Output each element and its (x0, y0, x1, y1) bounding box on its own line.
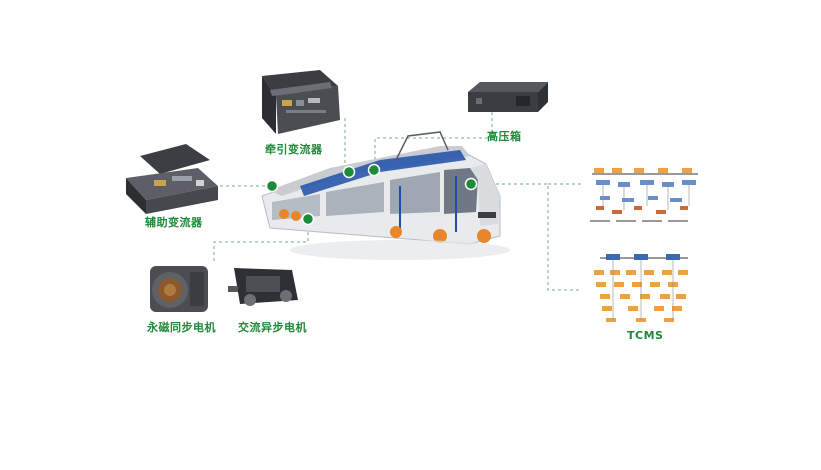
dot-traction-converter (342, 165, 356, 179)
traction-converter-image (262, 70, 340, 134)
ac-async-motor-image (228, 268, 298, 306)
auxiliary-converter-image (126, 144, 218, 214)
dot-motors (301, 212, 315, 226)
dot-auxiliary-converter (265, 179, 279, 193)
label-traction-converter: 牵引变流器 (265, 143, 323, 156)
connector-tcms-main (472, 183, 582, 291)
high-voltage-box-image (468, 82, 548, 112)
tcms-network-diagram-bottom (594, 254, 688, 322)
connector-motors (213, 220, 309, 262)
label-tcms: TCMS (627, 329, 664, 342)
connector-lines (213, 112, 582, 291)
connector-dots (265, 163, 478, 226)
label-auxiliary-converter: 辅助变流器 (145, 216, 203, 229)
connector-high-voltage-box (374, 112, 493, 168)
label-high-voltage-box: 高压箱 (487, 130, 522, 143)
tcms-network-diagram-top (586, 164, 702, 228)
pm-sync-motor-image (150, 266, 208, 312)
label-pm-sync-motor: 永磁同步电机 (147, 321, 216, 334)
dot-tcms (464, 177, 478, 191)
dot-high-voltage-box (367, 163, 381, 177)
label-ac-async-motor: 交流异步电机 (238, 321, 307, 334)
bogie-group (279, 209, 491, 243)
